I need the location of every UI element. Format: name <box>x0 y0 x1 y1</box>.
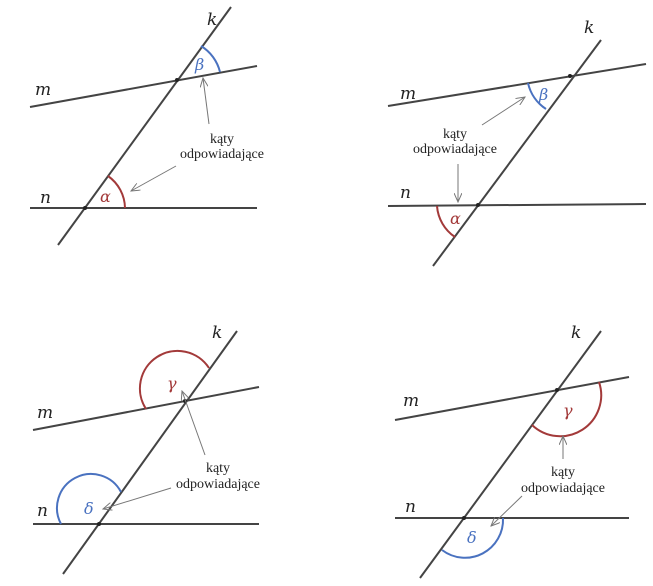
intersection-point <box>97 522 101 526</box>
arrow <box>131 165 177 191</box>
panel-4: k m n γ δ kąty odpowiadające <box>394 323 630 579</box>
angle-arc-alpha <box>436 205 456 238</box>
intersection-point <box>175 78 179 82</box>
angle-label-beta: β <box>538 85 548 104</box>
intersection-point <box>476 203 480 207</box>
arrow <box>103 487 172 509</box>
angle-arc-gamma <box>531 381 603 438</box>
caption-line2: odpowiadające <box>176 477 260 492</box>
line-k <box>62 330 238 575</box>
angle-arc-delta <box>56 473 122 525</box>
line-m <box>387 63 647 107</box>
caption-line1: kąty <box>210 132 234 147</box>
arrow <box>203 78 210 125</box>
angle-label-gamma: γ <box>167 374 177 393</box>
caption-line1: kąty <box>206 461 230 476</box>
angle-arc-beta <box>200 45 221 73</box>
line-k <box>419 330 602 579</box>
angle-arc-alpha <box>107 175 126 209</box>
label-n: n <box>405 497 416 517</box>
label-m: m <box>400 84 416 104</box>
angle-arc-gamma <box>138 349 210 410</box>
label-m: m <box>403 391 419 411</box>
angle-label-alpha: α <box>450 209 461 228</box>
arrow <box>481 97 525 126</box>
arrow <box>491 495 523 526</box>
label-n: n <box>400 183 411 203</box>
caption-line1: kąty <box>443 127 467 142</box>
arrow <box>182 391 206 456</box>
intersection-point <box>555 388 559 392</box>
panel-2: k m n β α kąty odpowiadające <box>387 18 647 267</box>
caption-line2: odpowiadające <box>413 142 497 157</box>
line-n <box>387 203 647 207</box>
label-n: n <box>40 188 51 208</box>
label-k: k <box>584 18 594 38</box>
line-m <box>394 376 630 421</box>
intersection-point <box>462 516 466 520</box>
label-n: n <box>37 501 48 521</box>
angle-label-alpha: α <box>100 187 111 206</box>
angle-label-delta: δ <box>84 499 94 518</box>
label-m: m <box>37 403 53 423</box>
label-m: m <box>35 80 51 100</box>
angle-arc-delta <box>441 517 505 559</box>
caption-line1: kąty <box>551 465 575 480</box>
panel-1: k m n β α kąty odpowiadające <box>29 6 264 246</box>
angle-arc-beta <box>527 82 547 110</box>
angle-label-delta: δ <box>467 528 477 547</box>
label-k: k <box>207 10 217 30</box>
caption-line2: odpowiadające <box>180 147 264 162</box>
label-k: k <box>571 323 581 343</box>
intersection-point <box>83 206 87 210</box>
line-m <box>29 65 258 108</box>
label-k: k <box>212 323 222 343</box>
intersection-point <box>568 74 572 78</box>
panel-3: k m n γ δ kąty odpowiadające <box>32 323 260 575</box>
caption-line2: odpowiadające <box>521 481 605 496</box>
line-k <box>432 39 602 267</box>
angle-label-beta: β <box>194 55 204 74</box>
angle-label-gamma: γ <box>563 401 573 420</box>
